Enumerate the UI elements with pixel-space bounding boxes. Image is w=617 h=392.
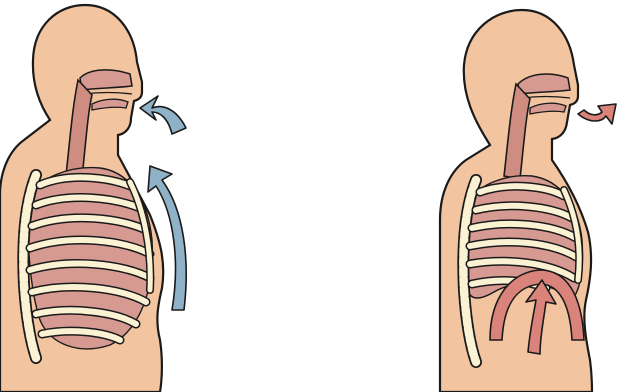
inhale-arrow-small (140, 96, 186, 134)
inhale-nasal-cavity (80, 70, 132, 90)
exhale-figure (440, 10, 592, 392)
inhale-figure (0, 5, 163, 392)
exhale-arrow-small (578, 104, 616, 124)
